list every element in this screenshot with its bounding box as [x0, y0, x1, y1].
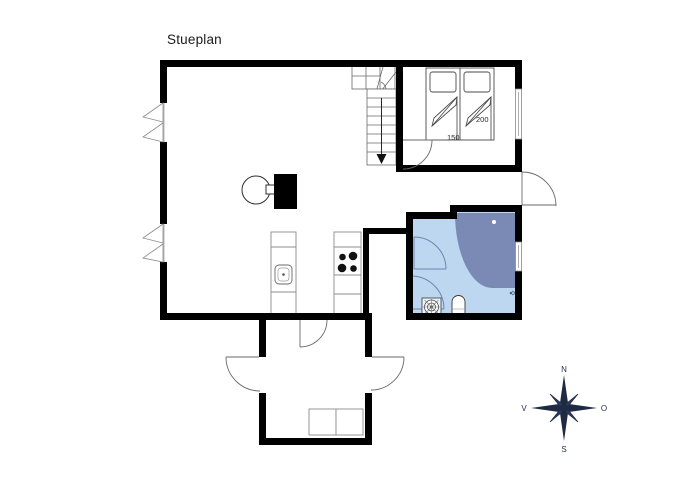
- lower-room-door-right: [370, 356, 405, 391]
- bedroom-door: [402, 139, 433, 170]
- kitchen-sink-counter: [270, 231, 297, 320]
- toilet: [451, 295, 466, 317]
- windows: [162, 88, 522, 272]
- kitchen-sink: [274, 264, 293, 285]
- wood-stove: [241, 174, 297, 209]
- stair-direction-arrow: [376, 98, 387, 164]
- kitchen-cooktop-counter: [333, 231, 362, 320]
- casement-window-left-upper: [142, 102, 164, 143]
- bed-width-label: 150: [447, 133, 460, 142]
- floor-drain: [421, 297, 442, 317]
- page-title: Stueplan: [167, 32, 222, 47]
- compass-south-label: S: [561, 445, 566, 454]
- compass-west-label: V: [521, 404, 527, 413]
- entry-door-right: [521, 171, 557, 207]
- walls: [160, 60, 522, 445]
- compass-north-label: N: [561, 365, 567, 374]
- lower-room-furniture: [308, 408, 364, 436]
- bed-pair: [425, 67, 495, 141]
- lower-room-door-left: [225, 356, 261, 392]
- bed-length-label: 200: [476, 115, 489, 124]
- staircase: [351, 62, 397, 166]
- kitchen-cooktop: [337, 251, 358, 273]
- bathroom-window: [515, 241, 522, 272]
- compass-rose: N S V O: [521, 365, 607, 454]
- bathroom-floor: [410, 211, 518, 316]
- kitchen-lower-room-door: [299, 319, 328, 348]
- casement-window-left-lower: [142, 223, 164, 263]
- bedroom-window: [515, 88, 522, 140]
- compass-east-label: O: [601, 404, 607, 413]
